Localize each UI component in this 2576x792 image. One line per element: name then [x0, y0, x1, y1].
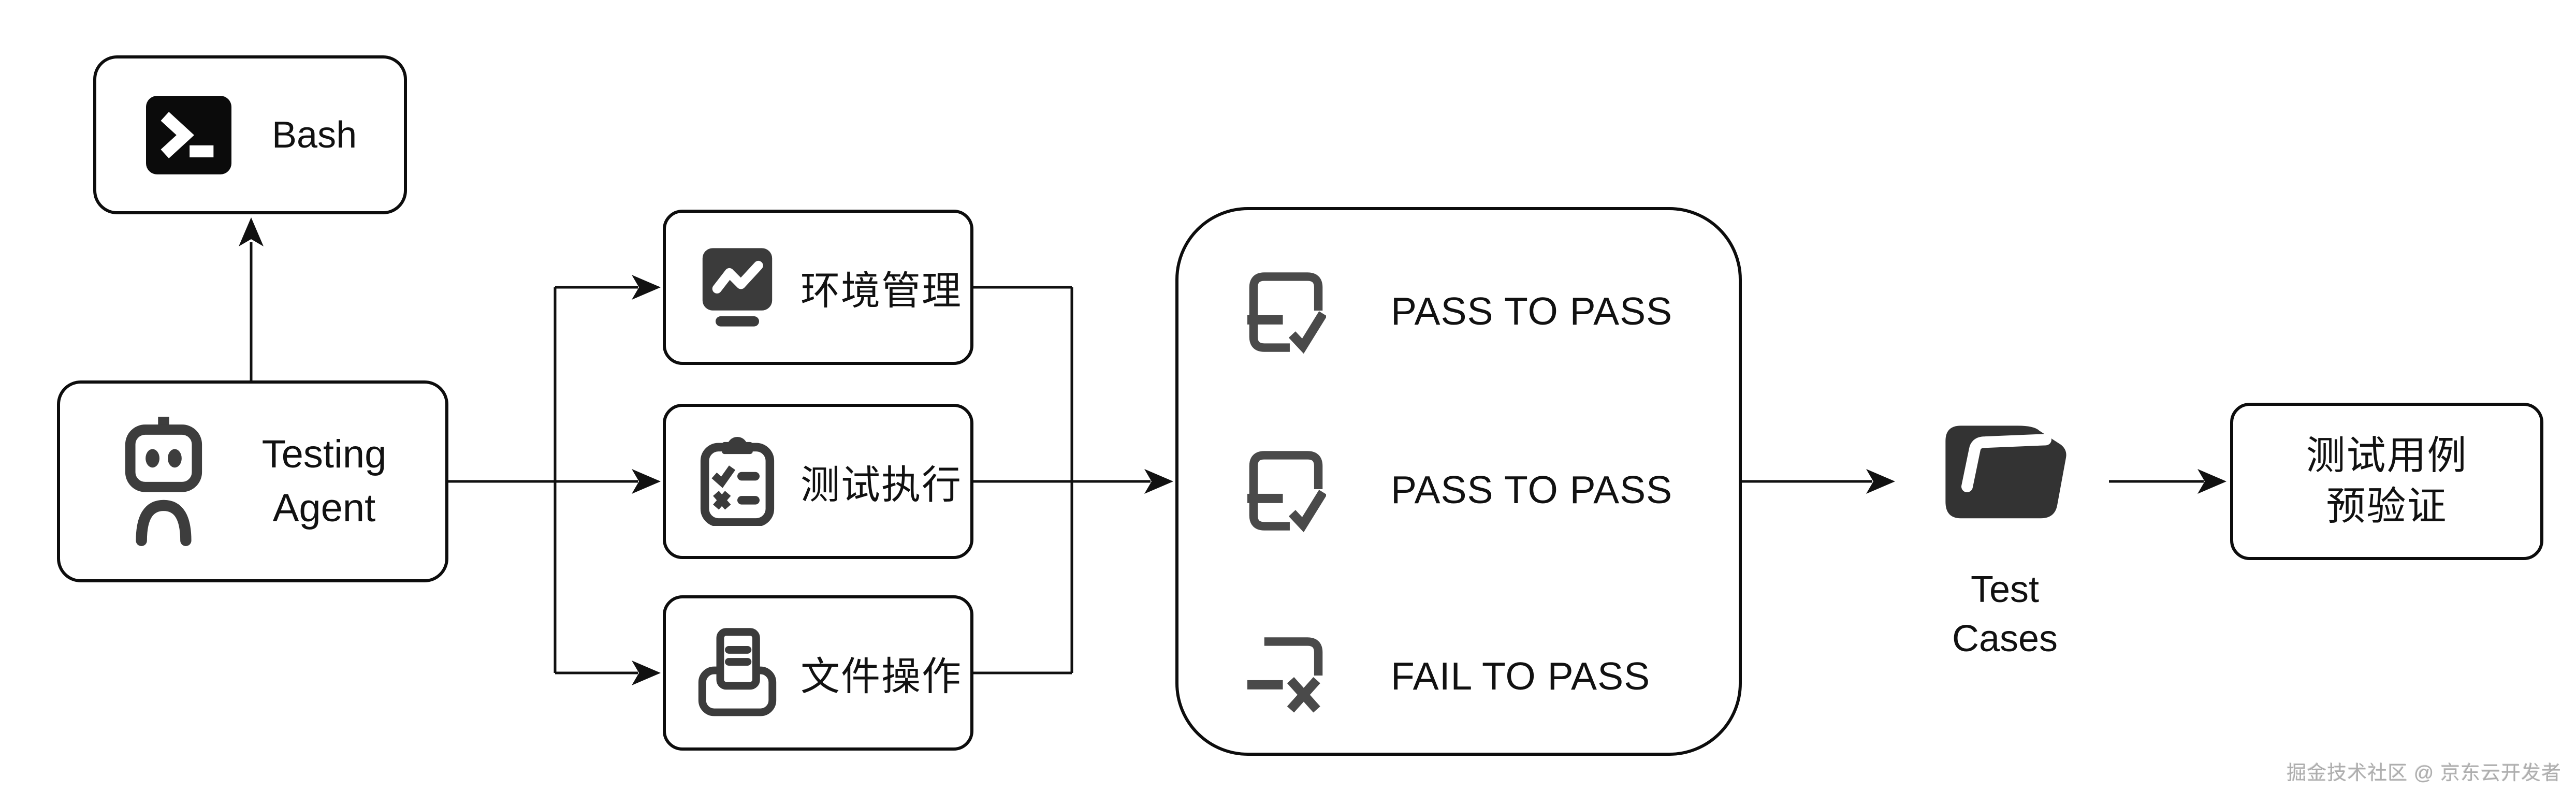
result-label: PASS TO PASS — [1391, 289, 1673, 333]
result-label: FAIL TO PASS — [1391, 654, 1651, 698]
prevalidation-label-line1: 测试用例 — [2306, 434, 2468, 478]
arrowhead-results — [1144, 469, 1173, 494]
document-tray-icon — [698, 621, 777, 725]
testcases-label: Test Cases — [1901, 565, 2108, 664]
result-row-pass-to-pass-1: PASS TO PASS — [1178, 259, 1739, 363]
document-check-icon — [1246, 266, 1326, 357]
prevalidation-label-line2: 预验证 — [2326, 485, 2448, 529]
watermark-text: 掘金技术社区 @ 京东云开发者 — [2287, 762, 2562, 784]
bash-label: Bash — [272, 114, 357, 156]
arrowhead-testcases — [1866, 469, 1895, 494]
env-management-label: 环境管理 — [801, 269, 962, 313]
node-env-management: 环境管理 — [663, 210, 973, 365]
folder-icon — [1942, 422, 2069, 523]
arrowhead-exec — [632, 469, 661, 494]
document-x-icon — [1246, 631, 1326, 722]
agent-label-line1: Testing — [261, 432, 387, 476]
result-row-pass-to-pass-2: PASS TO PASS — [1178, 438, 1739, 541]
node-prevalidation: 测试用例 预验证 — [2230, 403, 2543, 560]
arrowhead-file — [632, 661, 661, 685]
agent-label-line2: Agent — [272, 486, 376, 530]
node-testing-agent: Testing Agent — [57, 380, 448, 582]
node-results-group: PASS TO PASS PASS TO PASS FAIL TO PASS — [1175, 207, 1742, 756]
result-label: PASS TO PASS — [1391, 468, 1673, 511]
arrowhead-up-bash — [239, 217, 264, 246]
result-row-fail-to-pass: FAIL TO PASS — [1178, 624, 1739, 728]
arrowhead-prevalidation — [2197, 469, 2226, 494]
prevalidation-label: 测试用例 预验证 — [2306, 431, 2468, 532]
testcases-label-line1: Test — [1970, 569, 2040, 610]
node-file-operations: 文件操作 — [663, 595, 973, 751]
agent-label: Testing Agent — [210, 428, 445, 535]
document-check-icon — [1246, 445, 1326, 535]
node-bash: Bash — [93, 55, 407, 214]
file-operations-label: 文件操作 — [801, 655, 962, 699]
test-execution-label: 测试执行 — [801, 463, 962, 507]
testcases-label-line2: Cases — [1952, 618, 2058, 659]
terminal-icon — [146, 95, 231, 174]
chart-board-icon — [698, 236, 777, 339]
arrowhead-env — [632, 275, 661, 300]
clipboard-checklist-icon — [698, 430, 777, 533]
robot-icon — [117, 417, 210, 546]
node-test-execution: 测试执行 — [663, 404, 973, 559]
